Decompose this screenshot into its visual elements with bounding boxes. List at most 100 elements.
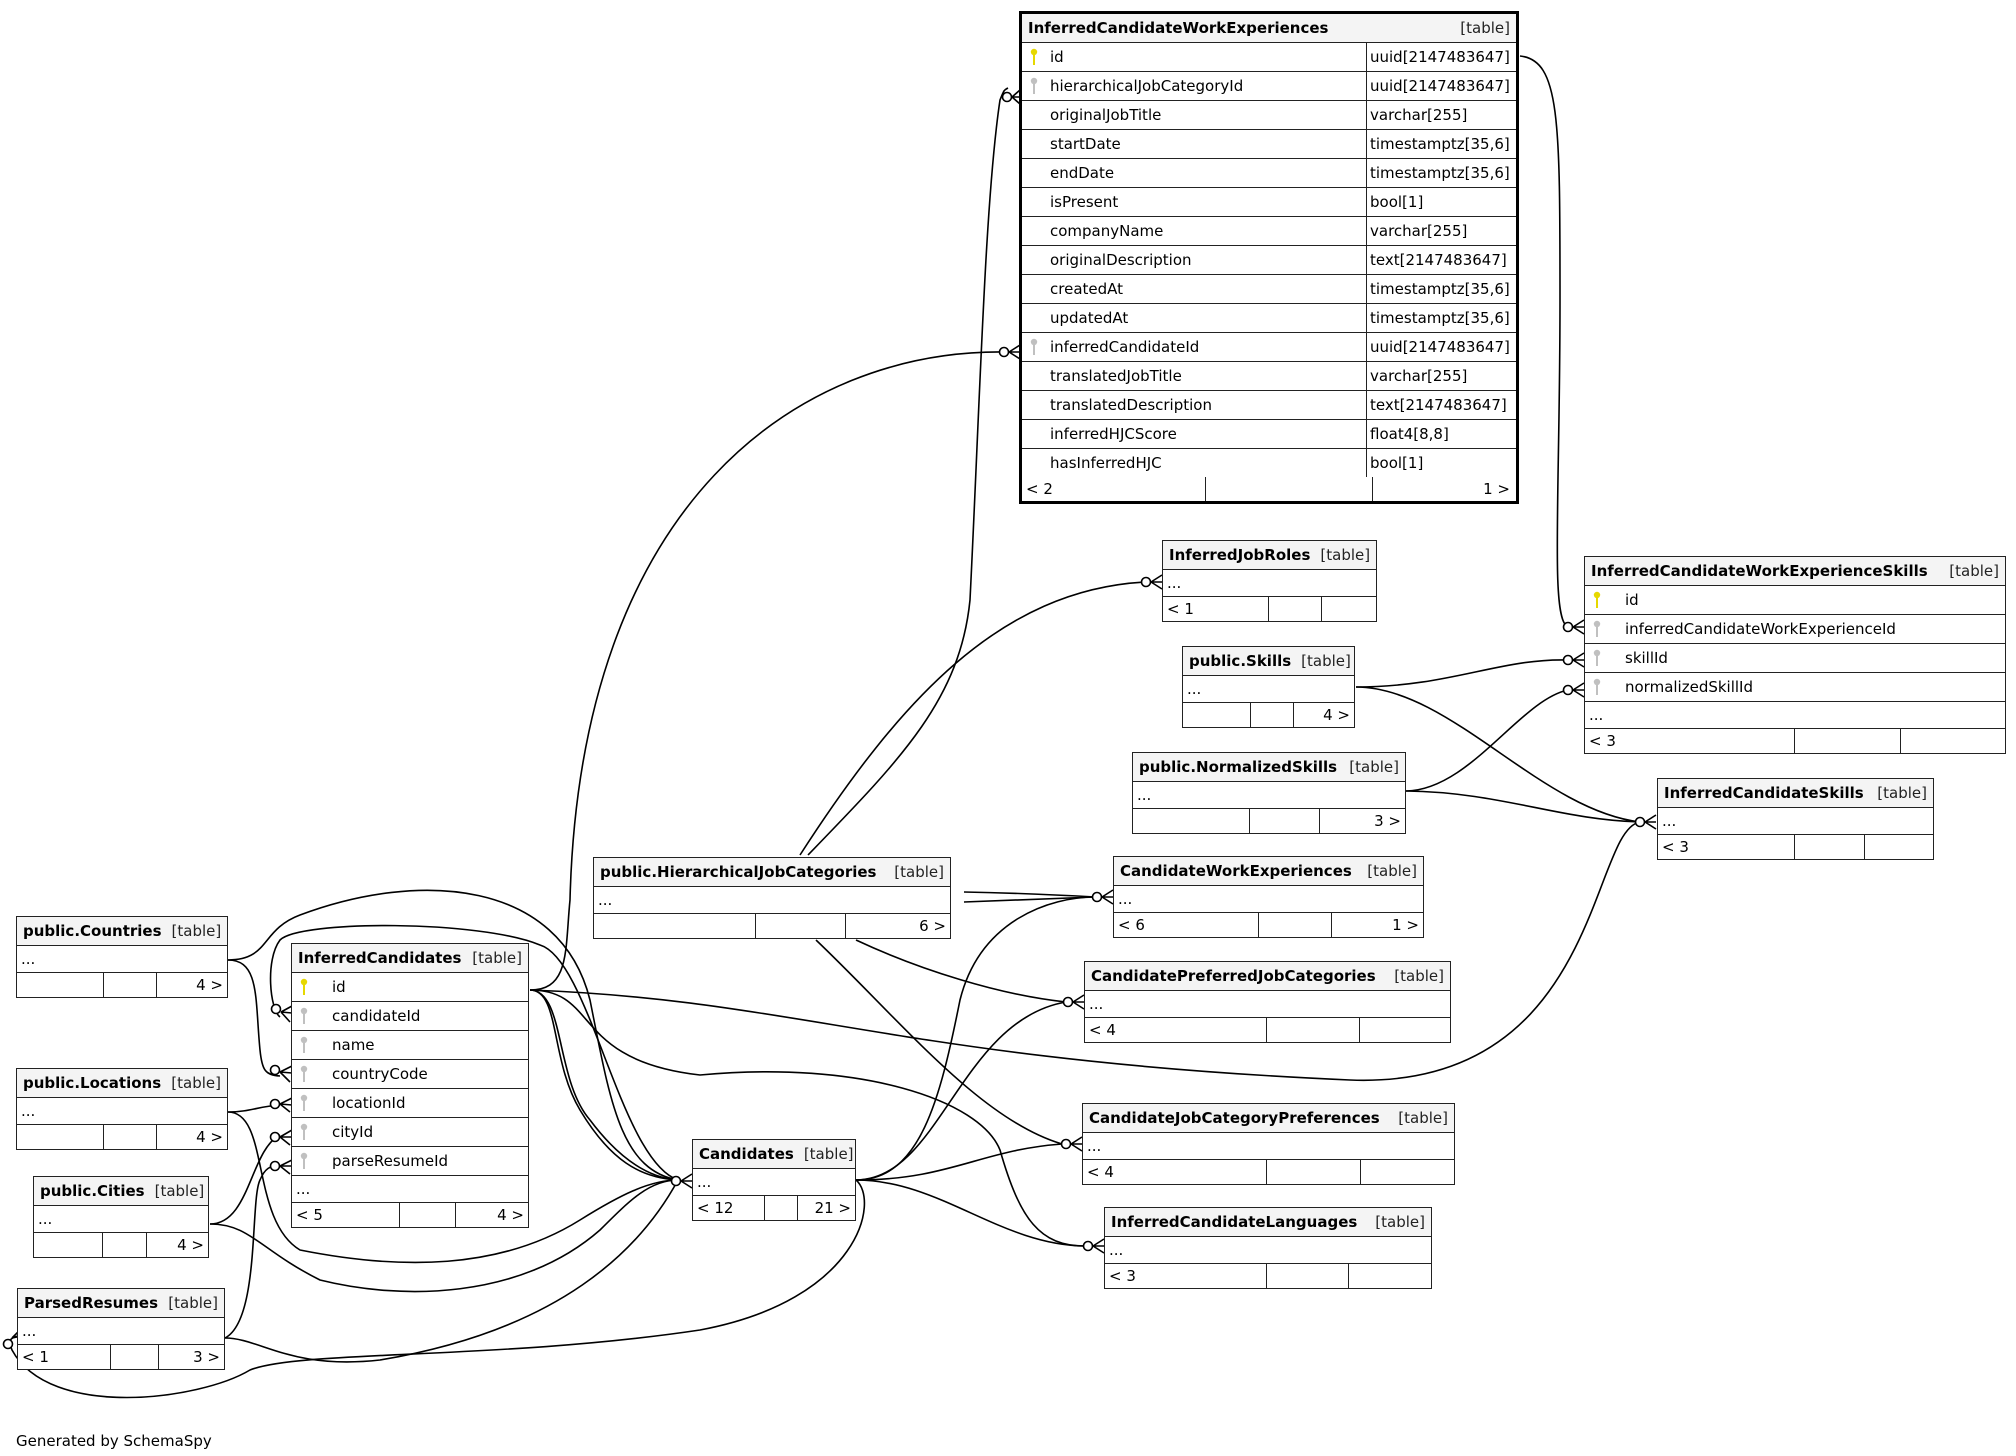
footer-parents[interactable] [17,973,104,997]
footer-children[interactable] [1361,1160,1454,1184]
footer-children[interactable] [1322,597,1376,621]
table-candidate-job-category-preferences[interactable]: CandidateJobCategoryPreferences [table] … [1082,1103,1455,1185]
footer-parents[interactable]: < 3 [1585,729,1795,753]
footer-parents[interactable]: < 3 [1658,835,1795,859]
footer-children[interactable]: 3 > [1374,812,1401,830]
footer-children[interactable]: 1 > [1483,480,1510,498]
footer-parents[interactable] [1133,809,1250,833]
more-columns[interactable]: ... [1085,991,1450,1018]
footer-middle [1259,913,1332,937]
more-columns[interactable]: ... [1585,702,2005,729]
more-columns[interactable]: ... [1083,1133,1454,1160]
footer-children[interactable] [1865,835,1933,859]
footer-parents[interactable]: < 4 [1083,1160,1267,1184]
table-skills[interactable]: public.Skills [table] ... 4 > [1182,646,1355,728]
more-columns[interactable]: ... [1658,808,1933,835]
more-columns[interactable]: ... [1105,1237,1431,1264]
footer-children[interactable]: 21 > [814,1199,851,1217]
more-columns[interactable]: ... [292,1176,528,1203]
column-row[interactable]: parseResumeId [292,1147,528,1176]
more-columns[interactable]: ... [34,1206,208,1233]
footer-parents[interactable]: < 4 [1085,1018,1267,1042]
table-footer: < 5 4 > [292,1203,528,1227]
column-type: varchar[255] [1366,101,1516,129]
footer-parents[interactable] [34,1233,103,1257]
more-columns[interactable]: ... [693,1169,855,1196]
footer-children[interactable]: 4 > [177,1236,204,1254]
column-row[interactable]: skillId [1585,644,2005,673]
column-row[interactable]: locationId [292,1089,528,1118]
footer-children[interactable]: 4 > [497,1206,524,1224]
table-normalized-skills[interactable]: public.NormalizedSkills [table] ... 3 > [1132,752,1406,834]
footer-parents[interactable]: < 3 [1105,1264,1267,1288]
table-candidate-work-experiences[interactable]: CandidateWorkExperiences [table] ... < 6… [1113,856,1424,938]
column-row[interactable]: cityId [292,1118,528,1147]
table-inferred-job-roles[interactable]: InferredJobRoles [table] ... < 1 [1162,540,1377,622]
column-row[interactable]: inferredCandidateWorkExperienceId [1585,615,2005,644]
more-columns[interactable]: ... [1133,782,1405,809]
table-inferred-candidate-work-experience-skills[interactable]: InferredCandidateWorkExperienceSkills [t… [1584,556,2006,754]
footer-children[interactable]: 6 > [919,917,946,935]
table-name: public.Countries [23,922,162,940]
table-locations[interactable]: public.Locations [table] ... 4 > [16,1068,228,1150]
footer-children[interactable] [1349,1264,1431,1288]
table-kind: [table] [168,1294,218,1312]
column-row[interactable]: name [292,1031,528,1060]
column-row[interactable]: normalizedSkillId [1585,673,2005,702]
footer-children[interactable]: 4 > [196,1128,223,1146]
table-cities[interactable]: public.Cities [table] ... 4 > [33,1176,209,1258]
footer-children[interactable] [1901,729,2005,753]
table-countries[interactable]: public.Countries [table] ... 4 > [16,916,228,998]
table-hierarchical-job-categories[interactable]: public.HierarchicalJobCategories [table]… [593,857,951,939]
more-columns[interactable]: ... [1183,676,1354,703]
column-row[interactable]: id [292,973,528,1002]
more-columns[interactable]: ... [17,1098,227,1125]
footer-parents[interactable] [594,914,756,938]
footer-children[interactable] [1360,1018,1450,1042]
footer-children[interactable]: 3 > [193,1348,220,1366]
column-row[interactable]: id [1585,586,2005,615]
footer-parents[interactable]: < 12 [693,1196,765,1220]
table-inferred-candidate-skills[interactable]: InferredCandidateSkills [table] ... < 3 [1657,778,1934,860]
footer-children[interactable]: 4 > [196,976,223,994]
footer-parents[interactable]: < 2 [1022,477,1206,501]
primary-key-icon [1022,48,1046,66]
table-inferred-candidate-work-experiences[interactable]: InferredCandidateWorkExperiences [table]… [1019,11,1519,504]
footer-parents[interactable]: < 5 [292,1203,400,1227]
footer-parents[interactable]: < 1 [1163,597,1269,621]
footer-parents[interactable] [1183,703,1251,727]
table-candidates[interactable]: Candidates [table] ... < 12 21 > [692,1139,856,1221]
table-candidate-preferred-job-categories[interactable]: CandidatePreferredJobCategories [table] … [1084,961,1451,1043]
more-columns[interactable]: ... [594,887,950,914]
table-parsed-resumes[interactable]: ParsedResumes [table] ... < 1 3 > [17,1288,225,1370]
footer-children[interactable]: 4 > [1323,706,1350,724]
footer-parents[interactable] [17,1125,104,1149]
more-columns[interactable]: ... [1114,886,1423,913]
column-row[interactable]: candidateId [292,1002,528,1031]
table-inferred-candidate-languages[interactable]: InferredCandidateLanguages [table] ... <… [1104,1207,1432,1289]
table-inferred-candidates[interactable]: InferredCandidates [table] id candidateI… [291,943,529,1228]
more-columns[interactable]: ... [18,1318,224,1345]
footer-parents[interactable]: < 1 [18,1345,111,1369]
footer-parents[interactable]: < 6 [1114,913,1259,937]
more-columns[interactable]: ... [17,946,227,973]
column-row[interactable]: countryCode [292,1060,528,1089]
footer-children[interactable]: 1 > [1392,916,1419,934]
footer-middle [765,1196,798,1220]
more-columns[interactable]: ... [1163,570,1376,597]
